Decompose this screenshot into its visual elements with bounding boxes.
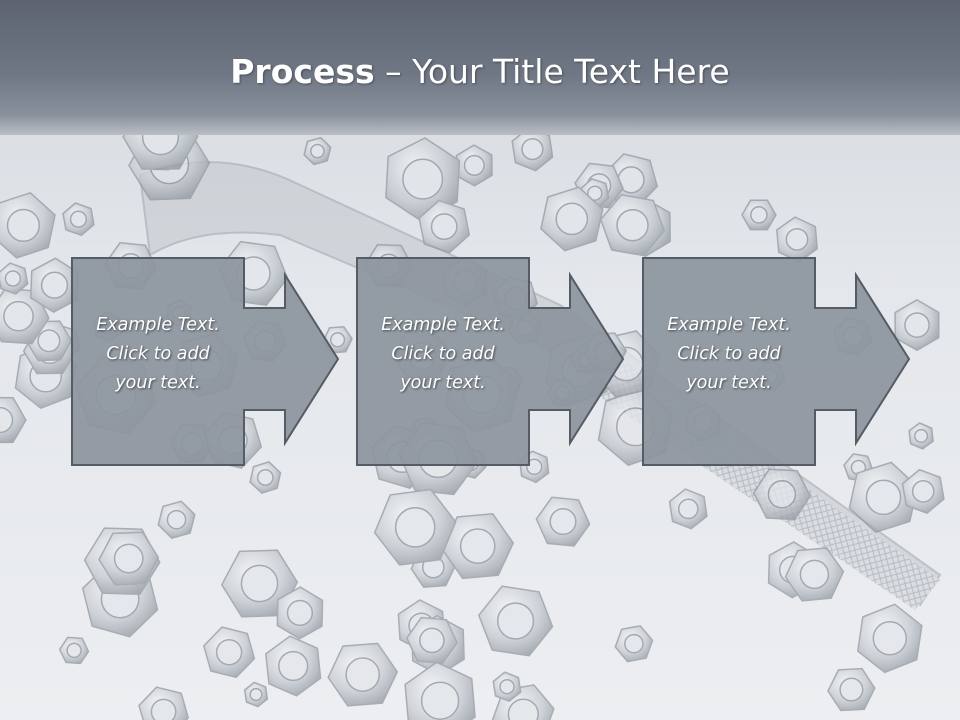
step-3-line-1: Example Text. [667,315,791,335]
step-1-line-2: Click to add [106,344,210,364]
nut-hole-shape [286,599,314,627]
nut-hole-shape [463,154,485,176]
step-3-line-3: your text. [686,373,772,393]
nut-hole-shape [430,213,458,241]
step-3-line-2: Click to add [677,344,781,364]
nut-hole-shape [549,508,577,536]
process-step-1-shape[interactable] [71,257,340,466]
nut-hole-shape [3,300,34,332]
title-bold-text: Process [230,52,375,91]
nut-hole-shape [345,657,381,692]
nut-hole-shape [402,158,444,200]
step-2-line-2: Click to add [391,344,495,364]
nut-hole-shape [587,185,603,201]
nut-hole-shape [113,543,144,574]
nut-hole-shape [150,698,177,720]
nut-hole-shape [785,227,809,251]
nut-hole-shape [499,678,515,695]
nut-hole-shape [496,602,535,640]
nut-hole-shape [616,208,649,242]
step-2-line-1: Example Text. [381,315,505,335]
process-step-3-shape[interactable] [642,257,911,466]
nut-hole-shape [507,698,539,720]
nut-hole-shape [394,506,436,548]
title-bar [0,0,960,135]
nut-hole-shape [767,480,797,509]
nut-hole-shape [459,528,496,564]
nut-hole-shape [799,559,830,590]
nut-hole-shape [329,332,346,348]
nut-hole-shape [37,329,61,353]
nut-hole-shape [166,509,187,530]
process-step-2-shape[interactable] [356,257,625,466]
nut-hole-shape [839,677,864,702]
nut-hole-shape [6,208,41,243]
nut-hole-shape [904,312,930,338]
step-1-line-1: Example Text. [96,315,220,335]
process-step-2-text[interactable]: Example Text. Click to add your text. [357,311,529,398]
nut-hole-shape [420,681,460,720]
nut-hole-shape [66,642,82,659]
process-step-1-text[interactable]: Example Text. Click to add your text. [72,311,244,398]
process-step-3-text[interactable]: Example Text. Click to add your text. [643,311,815,398]
nut-hole-shape [4,270,22,287]
nut-hole-shape [555,202,589,236]
nut-hole-shape [240,564,279,603]
step-1-line-3: your text. [115,373,201,393]
title-rest-text: – Your Title Text Here [374,52,730,91]
nut-hole-shape [872,621,908,656]
nut-hole-shape [750,206,768,224]
nut-hole-shape [40,271,69,299]
nut-hole-shape [677,498,699,520]
slide-title[interactable]: Process – Your Title Text Here [0,52,960,91]
nut-hole-shape [69,210,88,228]
nut-hole-shape [310,143,325,159]
nut-hole-shape [521,137,544,161]
nut-hole-shape [0,406,14,434]
nut-hole-shape [249,687,263,702]
nut-hole-shape [865,479,902,516]
nut-hole-shape [911,480,935,503]
nut-hole-shape [278,650,309,682]
nut-hole-shape [419,627,445,654]
nut-hole-shape [525,458,543,476]
nut-hole-shape [624,633,644,654]
nut-hole-shape [141,135,180,156]
nut-hole-shape [256,469,274,486]
step-2-line-3: your text. [400,373,486,393]
nut-hole-shape [914,428,929,443]
nut-hole-shape [215,638,243,666]
